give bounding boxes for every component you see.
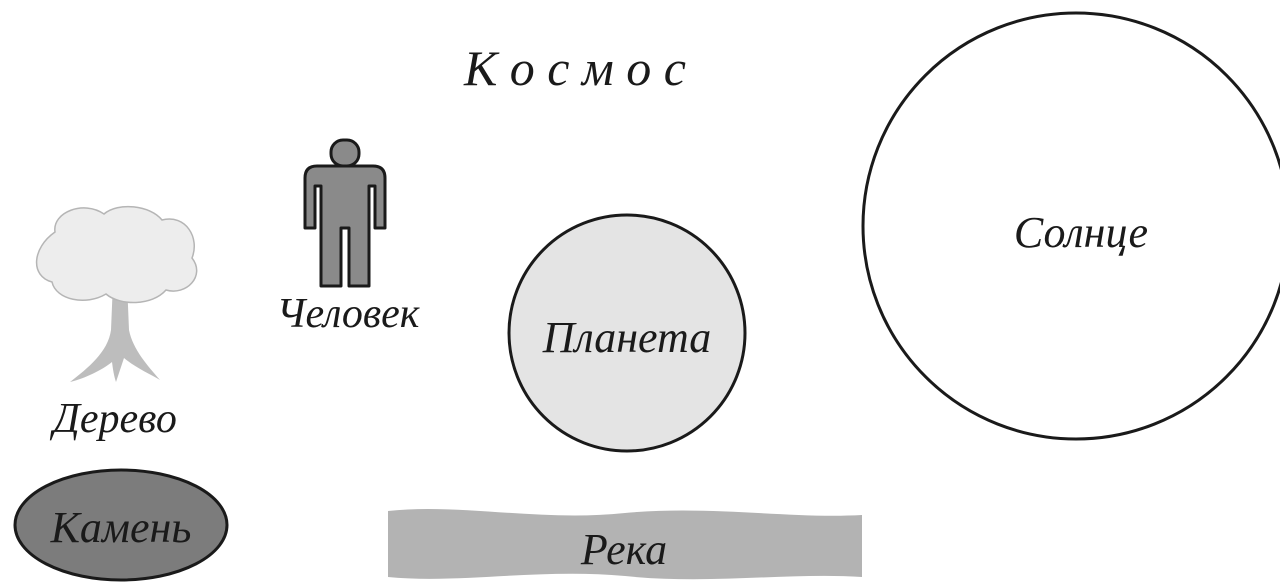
stone-label: Камень [50,503,192,552]
person-head [329,138,361,168]
person-icon [303,138,387,288]
tree-crown [35,205,198,304]
tree-label: Дерево [49,396,177,442]
planet-label: Планета [542,313,712,362]
planet-circle [507,213,747,453]
river-label: Река [580,525,667,574]
tree-icon [35,205,198,382]
stone-ellipse [13,468,229,582]
river-shape [388,508,862,580]
person-body [303,164,387,288]
tree-trunk [70,282,160,382]
human-label: Человек [277,291,420,337]
sun-label: Солнце [1014,208,1148,257]
diagram-title: К о с м о с [463,40,686,96]
sun-circle [861,11,1280,441]
